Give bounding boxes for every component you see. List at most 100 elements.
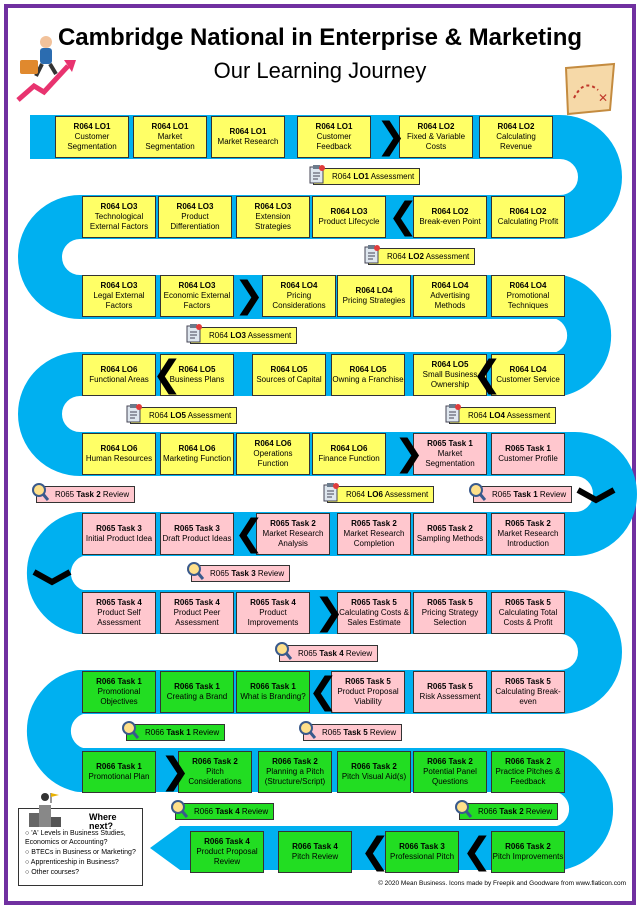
- step-label: Product Peer Assessment: [173, 608, 221, 627]
- tag-prefix: R064: [332, 172, 354, 181]
- step-code: R064 LO2: [431, 207, 469, 216]
- step-code: R066 Task 2: [505, 842, 551, 851]
- step-code: R064 LO3: [330, 207, 368, 216]
- tag-id: Task 5: [343, 728, 368, 737]
- step-label: Product Improvements: [247, 608, 299, 627]
- chevron-right-icon: ❯: [376, 116, 407, 157]
- step-code: R066 Task 4: [204, 837, 250, 846]
- tag-suffix: Review: [343, 649, 373, 658]
- step-label: Pitch Review: [291, 852, 339, 861]
- step-code: R064 LO6: [254, 439, 292, 448]
- step-label: Advertising Methods: [430, 291, 470, 310]
- tag-id: LO2: [408, 252, 424, 261]
- tag-prefix: R064: [468, 411, 490, 420]
- step-label: Operations Function: [253, 449, 293, 468]
- step-label: Pitch Improvements: [492, 852, 564, 861]
- tag-suffix: Assessment: [504, 411, 551, 420]
- page-title: Cambridge National in Enterprise & Marke…: [57, 24, 583, 51]
- review-tag: R065 Task 4 Review: [275, 642, 379, 662]
- step-label: Economic External Factors: [163, 291, 231, 310]
- tag-suffix: Assessment: [245, 331, 292, 340]
- step-code: R065 Task 5: [345, 677, 391, 686]
- review-tag: R065 Task 3 Review: [187, 562, 291, 582]
- step-code: R064 LO2: [497, 122, 535, 131]
- step-code: R065 Task 3: [174, 524, 220, 533]
- step-code: R064 LO3: [254, 202, 292, 211]
- step-label: Product Proposal Viability: [337, 687, 399, 706]
- where-next-title: Where next?: [89, 812, 117, 831]
- tag-suffix: Review: [100, 490, 130, 499]
- tag-prefix: R064: [209, 331, 231, 340]
- step-label: Market Research Introduction: [497, 529, 559, 548]
- clipboard-icon: [186, 324, 202, 343]
- step-code: R065 Task 5: [427, 682, 473, 691]
- step-label: Calculating Break-even: [495, 687, 561, 706]
- step-code: R065 Task 1: [427, 439, 473, 448]
- tag-id: Task 4: [215, 807, 240, 816]
- step-code: R064 LO1: [315, 122, 353, 131]
- step-label: Customer Service: [496, 375, 560, 384]
- tag-id: LO5: [170, 411, 186, 420]
- step-code: R065 Task 4: [174, 598, 220, 607]
- step-code: R064 LO6: [178, 444, 216, 453]
- step-label: Legal External Factors: [93, 291, 145, 310]
- chevron-left-icon: ❮: [360, 831, 391, 872]
- assessment-tag: R064 LO5 Assessment: [126, 404, 238, 424]
- step-label: Product Self Assessment: [97, 608, 141, 627]
- list-item: ○ 'A' Levels in Business Studies, Econom…: [25, 830, 126, 846]
- tag-id: LO1: [353, 172, 369, 181]
- clipboard-icon: [445, 404, 461, 423]
- tag-suffix: Assessment: [185, 411, 232, 420]
- step-code: R064 LO4: [509, 281, 547, 290]
- step-code: R064 LO3: [178, 281, 216, 290]
- tag-id: Task 1: [166, 728, 191, 737]
- step-code: R064 LO6: [100, 365, 138, 374]
- step-label: Calculating Costs & Sales Estimate: [339, 608, 409, 627]
- step-label: Calculating Profit: [497, 217, 559, 226]
- step-label: Practice Pitches & Feedback: [495, 767, 561, 786]
- tag-suffix: Review: [190, 728, 220, 737]
- magnifier-icon: [275, 642, 292, 660]
- step-label: Market Segmentation: [145, 132, 195, 151]
- step-label: Pricing Strategies: [342, 296, 406, 305]
- magnifier-icon: [122, 721, 139, 739]
- step-code: R064 LO6: [100, 444, 138, 453]
- step-label: Promotional Objectives: [97, 687, 141, 706]
- tag-prefix: R065: [210, 569, 232, 578]
- assessment-tag: R064 LO4 Assessment: [445, 404, 557, 424]
- podium-icon: [29, 793, 61, 827]
- clipboard-icon: [126, 404, 142, 423]
- step-code: R065 Task 5: [427, 598, 473, 607]
- step-code: R064 LO3: [100, 281, 138, 290]
- chevron-right-icon: ❯: [160, 751, 191, 792]
- tag-id: Task 1: [513, 490, 538, 499]
- step-code: R064 LO5: [349, 365, 387, 374]
- step-code: R064 LO3: [100, 202, 138, 211]
- step-code: R064 LO3: [176, 202, 214, 211]
- step-code: R066 Task 1: [96, 677, 142, 686]
- step-label: Human Resources: [85, 454, 153, 463]
- tag-suffix: Review: [239, 807, 269, 816]
- magnifier-icon: [187, 562, 204, 580]
- tag-prefix: R064: [387, 252, 409, 261]
- step-code: R064 LO5: [270, 365, 308, 374]
- step-label: Functional Areas: [89, 375, 149, 384]
- step-label: Market Research Analysis: [262, 529, 324, 548]
